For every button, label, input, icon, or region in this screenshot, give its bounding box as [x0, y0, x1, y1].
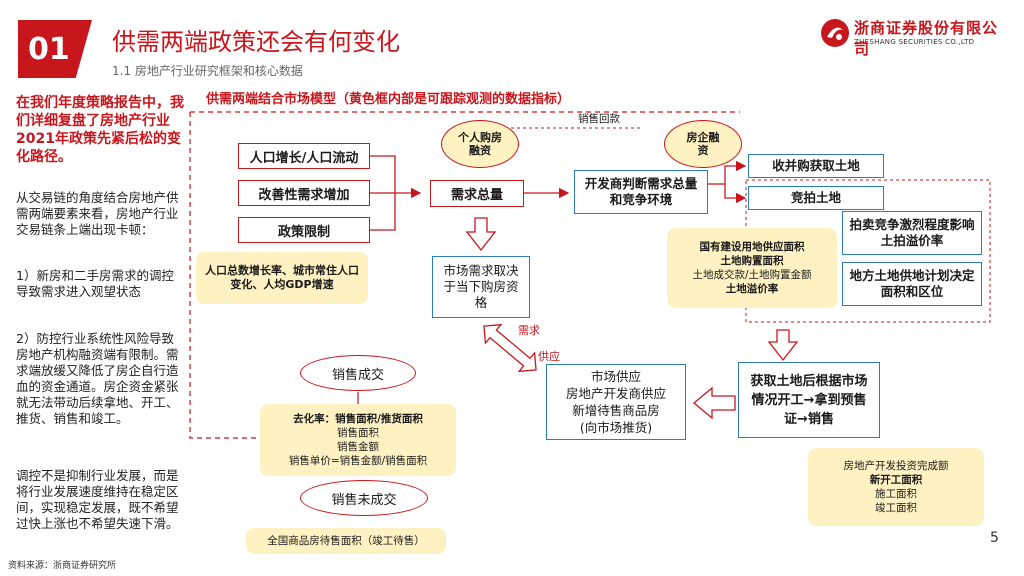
supply-label: 供应: [538, 350, 560, 363]
market-supply-line-2: 房地产开发商供应: [565, 386, 666, 401]
sales-indicator-area: 销售面积: [337, 427, 379, 439]
investment-indicator-completed: 房地产开发投资完成额: [843, 460, 949, 472]
inventory-indicator-text: 全国商品房待售面积（竣工待售）: [267, 535, 425, 547]
logo-icon: [821, 19, 849, 47]
market-supply-line-4: (向市场推货): [579, 420, 653, 435]
sales-indicators-box: 去化率：销售面积/推货面积 销售面积 销售金额 销售单价=销售金额/销售面积: [260, 404, 456, 476]
demand-factor-upgrade: 改善性需求增加: [238, 180, 370, 206]
land-indicator-purchase-area: 土地购置面积: [720, 255, 784, 267]
investment-indicator-new-starts: 新开工面积: [869, 474, 923, 486]
inventory-indicator-box: 全国商品房待售面积（竣工待售）: [246, 528, 446, 554]
market-supply-box: 市场供应 房地产开发商供应 新增待售商品房 (向市场推货): [546, 364, 686, 440]
demand-indicators-box: 人口总数增长率、城市常住人口变化、人均GDP增速: [196, 252, 368, 304]
land-auction-premium-text: 拍卖竞争激烈程度影响土拍溢价率: [849, 217, 975, 248]
page-number: 5: [990, 530, 999, 546]
demand-label: 需求: [518, 324, 540, 337]
demand-factor-policy: 政策限制: [238, 217, 370, 243]
paragraph-point-2: 2）防控行业系统性风险导致房地产机构融资端有限制。需求端放缓又降低了房企自行造血…: [16, 331, 179, 426]
land-supply-plan-text: 地方土地供地计划决定面积和区位: [849, 268, 975, 299]
paragraph-intro: 从交易链的角度结合房地产供需两端要素来看，房地产行业交易链条上端出现卡顿：: [16, 190, 179, 237]
investment-indicator-completions: 竣工面积: [875, 502, 917, 514]
developer-finance-text: 房企融资: [686, 131, 720, 157]
land-acquisition-merger: 收并购获取土地: [748, 154, 884, 178]
construction-sales-text: 获取土地后根据市场情况开工→拿到预售证→销售: [750, 373, 868, 427]
sales-return-label: 销售回款: [578, 113, 620, 125]
investment-indicators-box: 房地产开发投资完成额 新开工面积 施工面积 竣工面积: [808, 448, 984, 526]
land-indicators-box: 国有建设用地供应面积 土地购置面积 土地成交款/土地购置金额 土地溢价率: [667, 228, 837, 308]
developer-finance-bubble: 房企融资: [664, 120, 742, 168]
personal-finance-text: 个人购房融资: [458, 131, 502, 157]
sales-indicator-amount: 销售金额: [337, 441, 379, 453]
demand-factor-population: 人口增长/人口流动: [238, 143, 370, 169]
market-supply-line-1: 市场供应: [590, 369, 641, 384]
source-note: 资料来源：浙商证券研究所: [8, 561, 117, 571]
market-supply-line-3: 新增待售商品房: [572, 403, 660, 418]
paragraph-point-1: 1）新房和二手房需求的调控导致需求进入观望状态: [16, 268, 174, 299]
sales-indicator-absorption: 去化率：销售面积/推货面积: [293, 413, 423, 425]
demand-indicators-text: 人口总数增长率、城市常住人口变化、人均GDP增速: [205, 264, 359, 291]
sold-ellipse: 销售成交: [300, 355, 416, 391]
page-subtitle: 1.1 房地产行业研究框架和核心数据: [112, 64, 303, 78]
sales-indicator-unit-price: 销售单价=销售金额/销售面积: [288, 455, 428, 467]
diagram-title: 供需两端结合市场模型（黄色框内部是可跟踪观测的数据指标）: [206, 92, 571, 107]
unsold-ellipse: 销售未成交: [300, 480, 428, 516]
developer-judgement-box: 开发商判断需求总量和竞争环境: [574, 170, 708, 214]
company-logo: 浙商证券股份有限公司 ZHESHANG SECURITIES CO.,LTD: [820, 16, 1010, 58]
logo-text-en: ZHESHANG SECURITIES CO.,LTD: [854, 38, 975, 46]
land-indicator-supply-area: 国有建设用地供应面积: [699, 241, 805, 253]
personal-finance-bubble: 个人购房融资: [441, 120, 519, 168]
land-acquisition-auction: 竞拍土地: [748, 186, 884, 210]
land-supply-plan-box: 地方土地供地计划决定面积和区位: [842, 262, 982, 306]
sold-text: 销售成交: [331, 367, 384, 383]
developer-judgement-text: 开发商判断需求总量和竞争环境: [584, 176, 698, 207]
total-demand-box: 需求总量: [430, 180, 524, 207]
section-number-badge: 01: [18, 20, 92, 78]
investment-indicator-under-construction: 施工面积: [875, 488, 917, 500]
land-auction-premium-box: 拍卖竞争激烈程度影响土拍溢价率: [842, 211, 982, 255]
land-indicator-purchase-amount: 土地成交款/土地购置金额: [692, 269, 812, 281]
unsold-text: 销售未成交: [331, 492, 397, 508]
market-demand-box: 市场需求取决于当下购房资格: [432, 256, 530, 318]
construction-sales-box: 获取土地后根据市场情况开工→拿到预售证→销售: [738, 362, 880, 438]
page-title: 供需两端政策还会有何变化: [112, 28, 400, 56]
highlight-summary: 在我们年度策略报告中，我们详细复盘了房地产行业2021年政策先紧后松的变化路径。: [16, 95, 184, 165]
logo-text-cn: 浙商证券股份有限公司: [854, 19, 999, 58]
market-demand-text: 市场需求取决于当下购房资格: [443, 263, 519, 310]
paragraph-conclusion: 调控不是抑制行业发展，而是将行业发展速度维持在稳定区间，实现稳定发展，既不希望过…: [16, 468, 179, 531]
land-indicator-premium-rate: 土地溢价率: [725, 283, 779, 295]
